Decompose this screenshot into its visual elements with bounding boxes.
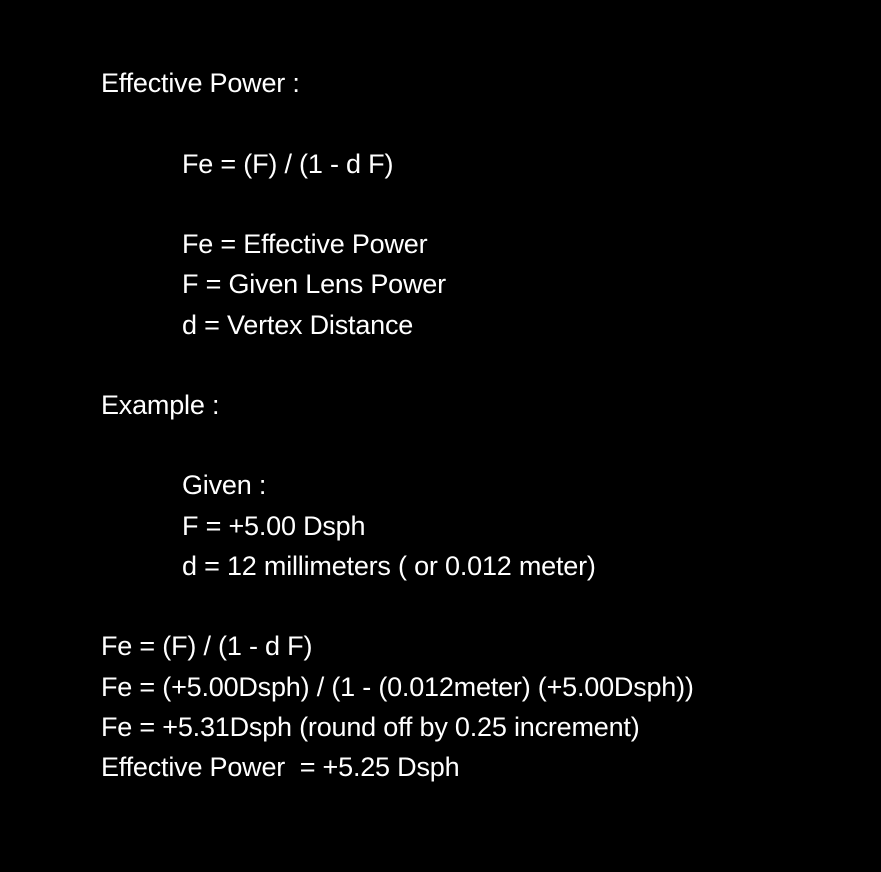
- given-heading: Given :: [182, 470, 267, 500]
- given-f: F = +5.00 Dsph: [182, 511, 366, 541]
- definition-f: F = Given Lens Power: [182, 269, 446, 299]
- definition-d: d = Vertex Distance: [182, 310, 414, 340]
- solution-result: Effective Power = +5.25 Dsph: [101, 752, 460, 782]
- formula: Fe = (F) / (1 - d F): [182, 149, 394, 179]
- solution-step-1: Fe = (F) / (1 - d F): [101, 631, 313, 661]
- solution-step-2: Fe = (+5.00Dsph) / (1 - (0.012meter) (+5…: [101, 672, 694, 702]
- solution-step-3: Fe = +5.31Dsph (round off by 0.25 increm…: [101, 712, 640, 742]
- given-d: d = 12 millimeters ( or 0.012 meter): [182, 551, 596, 581]
- heading-effective-power: Effective Power :: [101, 68, 300, 98]
- definition-fe: Fe = Effective Power: [182, 229, 428, 259]
- example-heading: Example :: [101, 390, 220, 420]
